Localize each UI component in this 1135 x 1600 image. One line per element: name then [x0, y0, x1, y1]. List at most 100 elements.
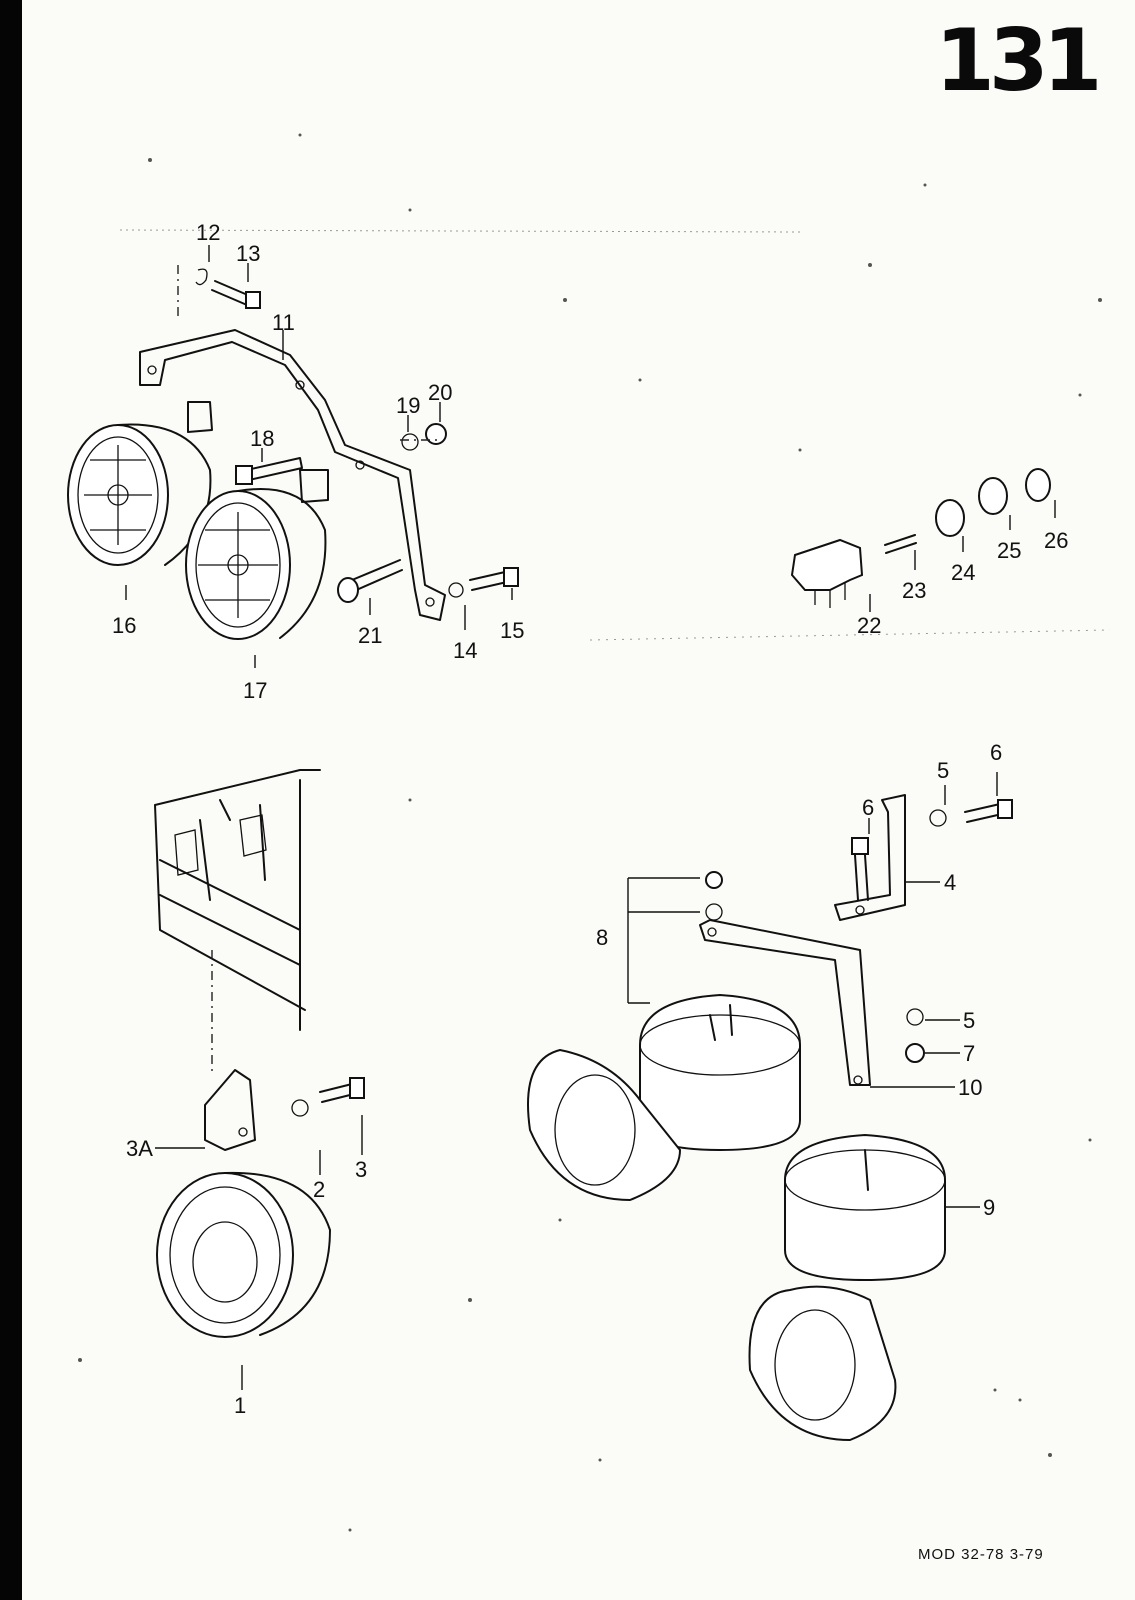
dotted-rule-top — [119, 229, 801, 233]
washer-8 — [705, 903, 723, 921]
contact-23 — [884, 534, 917, 554]
callout-18: 18 — [250, 426, 274, 451]
callout-10: 10 — [958, 1075, 982, 1100]
horn-rim — [77, 436, 159, 554]
panel-openings — [174, 814, 267, 876]
bolt-head — [851, 837, 869, 855]
horn-grille — [192, 1221, 258, 1303]
horn-grille — [198, 512, 278, 618]
callout-21: 21 — [358, 623, 382, 648]
callout-14: 14 — [453, 638, 477, 663]
callout-11: 11 — [272, 310, 295, 335]
scan-noise — [78, 133, 1102, 1532]
bolt-6 — [964, 803, 1003, 823]
twin-trumpet-horn-assembly — [527, 794, 1013, 1442]
callout-16: 16 — [112, 613, 136, 638]
bracket-hole — [707, 927, 717, 937]
bracket-10 — [699, 919, 871, 1086]
horn-rim — [195, 502, 281, 628]
lock-washer-12 — [195, 268, 208, 286]
callout-labels: 12 13 11 19 20 18 16 17 21 14 15 22 23 2… — [112, 220, 1068, 1418]
callout-13: 13 — [236, 241, 260, 266]
nut-20 — [425, 423, 447, 445]
callout-24: 24 — [951, 560, 975, 585]
spring-sleeve-24 — [935, 499, 965, 537]
horn-terminals — [709, 1004, 733, 1041]
horn-trumpet-bell — [527, 1048, 682, 1202]
nut-8 — [705, 871, 723, 889]
dotted-rule-middle — [589, 629, 1111, 641]
callout-6a: 6 — [862, 795, 874, 820]
trumpet-horn-8 — [639, 993, 801, 1152]
vehicle-front-section — [154, 769, 321, 1075]
bolt-head — [349, 1077, 365, 1099]
washer-14 — [448, 582, 464, 598]
mounting-bracket-3a — [204, 1069, 256, 1151]
bolt-head — [503, 567, 519, 587]
horn-rim — [169, 1186, 281, 1324]
bracket-hole — [853, 1075, 863, 1085]
bolt-13 — [211, 280, 251, 306]
bracket-4 — [834, 794, 906, 921]
bracket-hole — [855, 905, 865, 915]
bolt-6 — [854, 854, 869, 901]
callout-19: 19 — [396, 393, 420, 418]
bracket-hole — [425, 597, 435, 607]
washer-5 — [906, 1008, 924, 1026]
bracket-hole — [147, 365, 157, 375]
callout-12: 12 — [196, 220, 220, 245]
single-horn-assembly — [156, 1069, 365, 1338]
callout-20: 20 — [428, 380, 452, 405]
connector-housing-22 — [790, 538, 864, 591]
front-panel-structure — [154, 769, 321, 1031]
bell-opening — [554, 1074, 636, 1186]
footer-code: MOD 32-78 3-79 — [918, 1546, 1044, 1563]
callout-8: 8 — [596, 925, 608, 950]
horn-terminal — [864, 1149, 869, 1191]
callout-3a: 3A — [126, 1136, 153, 1161]
callout-1: 1 — [234, 1393, 246, 1418]
binding-edge — [0, 0, 22, 1600]
horn-1 — [156, 1172, 294, 1338]
bolt-head — [997, 799, 1013, 819]
bolt-3 — [319, 1083, 355, 1103]
connector-sleeve — [337, 577, 359, 603]
callout-5b: 5 — [963, 1008, 975, 1033]
callout-15: 15 — [500, 618, 524, 643]
callout-22: 22 — [857, 613, 881, 638]
horn-mount-tab — [299, 469, 329, 503]
connector-pins — [814, 582, 846, 608]
callout-26: 26 — [1044, 528, 1068, 553]
callout-23: 23 — [902, 578, 926, 603]
cap-26 — [1025, 468, 1051, 502]
leader-lines — [125, 245, 1056, 1390]
callout-17: 17 — [243, 678, 267, 703]
bell-opening — [774, 1309, 856, 1421]
page-number: 131 — [935, 11, 1103, 111]
callout-25: 25 — [997, 538, 1021, 563]
horn-top — [639, 1014, 801, 1076]
leader-8 — [627, 877, 700, 1004]
callout-6b: 6 — [990, 740, 1002, 765]
bracket-hole — [355, 460, 365, 470]
washer-5 — [929, 809, 947, 827]
horn-body — [224, 1171, 331, 1336]
callout-9: 9 — [983, 1195, 995, 1220]
trumpet-horn-9 — [784, 1133, 946, 1282]
nut-7 — [905, 1043, 925, 1063]
washer-2 — [291, 1099, 309, 1117]
horn-mount-tab — [187, 401, 213, 433]
horn-trumpet-bell — [748, 1285, 897, 1442]
horn-body — [237, 488, 327, 639]
bracket-hole — [295, 380, 305, 390]
horn-bracket — [139, 329, 446, 621]
callout-2: 2 — [313, 1177, 325, 1202]
callout-3: 3 — [355, 1157, 367, 1182]
bolt-head — [235, 465, 253, 485]
horn-button-assembly — [790, 468, 1051, 608]
bolt-head — [245, 291, 261, 309]
washer-19 — [401, 433, 419, 451]
bolt-15 — [469, 571, 508, 591]
callout-5a: 5 — [937, 758, 949, 783]
